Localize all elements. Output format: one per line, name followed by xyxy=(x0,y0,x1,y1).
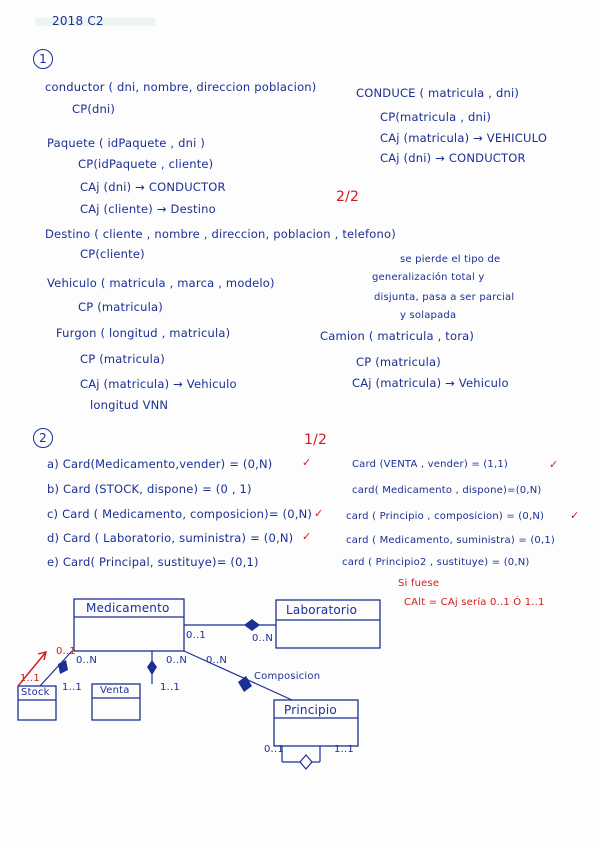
section-2-number: 2 xyxy=(33,428,53,448)
section-1-number: 1 xyxy=(33,49,53,69)
entity-principio: Principio xyxy=(284,703,337,717)
entity-stock: Stock xyxy=(21,687,50,698)
s1-line-10: Furgon ( longitud , matricula) xyxy=(56,326,231,340)
check-mark-icon: ✓ xyxy=(302,530,312,543)
card-label: 0..1 xyxy=(264,744,284,755)
s2-left-2: c) Card ( Medicamento, composicion)= (0,… xyxy=(47,507,313,521)
check-mark-icon: ✓ xyxy=(549,458,559,471)
s1-line-12: CAj (matricula) → Vehiculo xyxy=(80,377,237,391)
card-label: 0..N xyxy=(252,633,274,644)
check-mark-icon: ✓ xyxy=(314,507,324,520)
s1-right-2: CAj (matricula) → VEHICULO xyxy=(380,131,548,145)
s1-line-1: CP(dni) xyxy=(72,102,116,116)
card-label: 0..1 xyxy=(56,646,76,657)
card-label: 1..1 xyxy=(20,673,40,684)
entity-venta: Venta xyxy=(100,685,130,696)
s1-note-1: generalización total y xyxy=(372,272,485,283)
s2-right-3: card ( Medicamento, suministra) = (0,1) xyxy=(346,535,556,546)
card-label: 0..N xyxy=(166,655,188,666)
s1-line-8: Vehiculo ( matricula , marca , modelo) xyxy=(47,276,275,290)
entity-medicamento: Medicamento xyxy=(86,601,170,615)
s2-note-1: CAlt = CAj sería 0..1 Ó 1..1 xyxy=(404,597,545,608)
s1-line-13: longitud VNN xyxy=(90,398,169,412)
s1-line-11: CP (matricula) xyxy=(80,352,165,366)
s1-line-4: CAj (dni) → CONDUCTOR xyxy=(80,180,226,194)
s1-line-7: CP(cliente) xyxy=(80,247,145,261)
s2-right-1: card( Medicamento , dispone)=(0,N) xyxy=(352,485,542,496)
s2-left-1: b) Card (STOCK, dispone) = (0 , 1) xyxy=(47,482,252,496)
s2-left-4: e) Card( Principal, sustituye)= (0,1) xyxy=(47,555,259,569)
card-label: 1..1 xyxy=(160,682,180,693)
card-label: 0..N xyxy=(206,655,228,666)
s1-note-3: y solapada xyxy=(400,310,457,321)
s1-line-2: Paquete ( idPaquete , dni ) xyxy=(47,136,206,150)
s1-camion-2: CAj (matricula) → Vehiculo xyxy=(352,376,509,390)
check-mark-icon: ✓ xyxy=(570,509,580,522)
s1-line-6: Destino ( cliente , nombre , direccion, … xyxy=(45,227,396,241)
card-label: 0..N xyxy=(76,655,98,666)
s1-camion-1: CP (matricula) xyxy=(356,355,441,369)
highlight-strip xyxy=(35,18,155,26)
s1-note-2: disjunta, pasa a ser parcial xyxy=(374,292,515,303)
page-title: 2018 C2 xyxy=(52,14,104,28)
s1-line-5: CAj (cliente) → Destino xyxy=(80,202,216,216)
s2-right-0: Card (VENTA , vender) = (1,1) xyxy=(352,459,508,470)
check-mark-icon: ✓ xyxy=(302,456,312,469)
s1-camion-0: Camion ( matricula , tora) xyxy=(320,329,475,343)
s1-right-3: CAj (dni) → CONDUCTOR xyxy=(380,151,526,165)
s2-left-3: d) Card ( Laboratorio, suministra) = (0,… xyxy=(47,531,294,545)
s1-note-0: se pierde el tipo de xyxy=(400,254,501,265)
relation-composicion: Composicion xyxy=(254,671,321,682)
s2-right-4: card ( Principio2 , sustituye) = (0,N) xyxy=(342,557,530,568)
s1-right-1: CP(matricula , dni) xyxy=(380,110,492,124)
card-label: 1..1 xyxy=(62,682,82,693)
s1-line-9: CP (matricula) xyxy=(78,300,163,314)
s1-score: 2/2 xyxy=(336,189,360,205)
s1-line-0: conductor ( dni, nombre, direccion pobla… xyxy=(45,80,317,94)
card-label: 1..1 xyxy=(334,744,354,755)
s2-left-0: a) Card(Medicamento,vender) = (0,N) xyxy=(47,457,273,471)
s1-right-0: CONDUCE ( matricula , dni) xyxy=(356,86,520,100)
s2-note-0: Si fuese xyxy=(398,578,440,589)
entity-laboratorio: Laboratorio xyxy=(286,603,358,617)
s1-line-3: CP(idPaquete , cliente) xyxy=(78,157,214,171)
s2-right-2: card ( Principio , composicion) = (0,N) xyxy=(346,511,545,522)
s2-score: 1/2 xyxy=(304,432,328,448)
card-label: 0..1 xyxy=(186,630,206,641)
